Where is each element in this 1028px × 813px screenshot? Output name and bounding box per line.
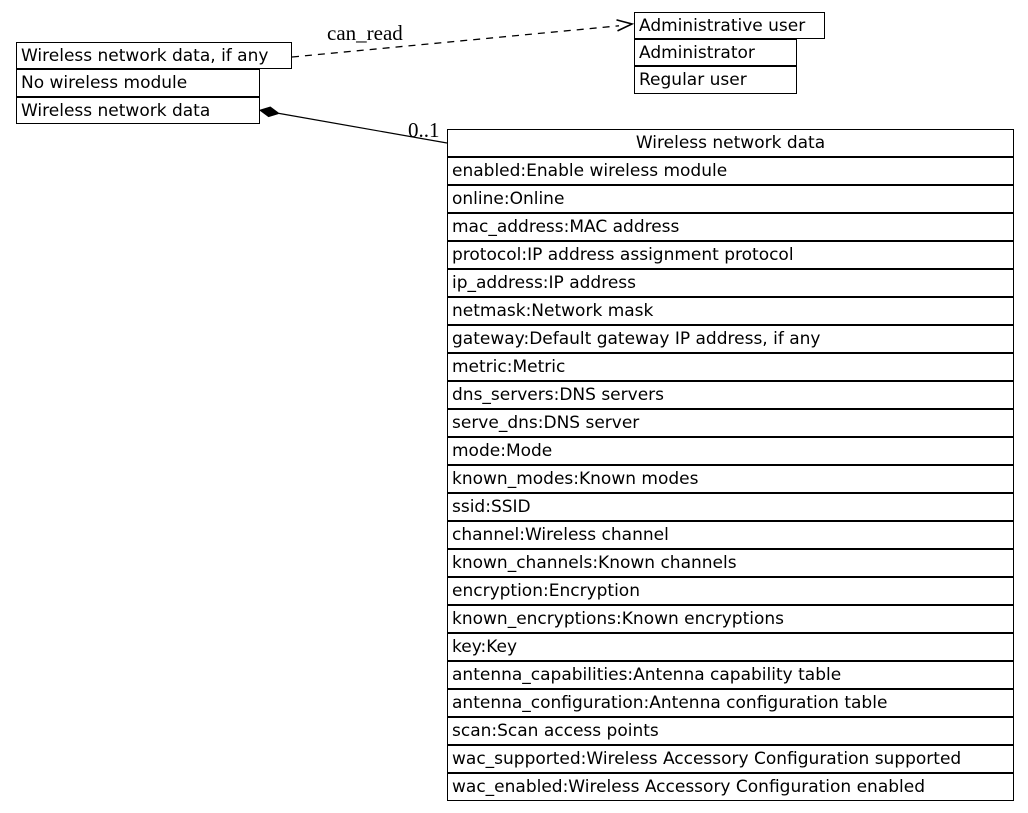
- class-attribute-row: ip_address:IP address: [447, 269, 1014, 297]
- right-node-row-administrative-user: Administrative user: [634, 12, 825, 39]
- class-table-wireless-network-data: Wireless network data enabled:Enable wir…: [447, 129, 1014, 801]
- class-attribute-row: mode:Mode: [447, 437, 1014, 465]
- class-attribute-row: channel:Wireless channel: [447, 521, 1014, 549]
- class-attribute-row: wac_enabled:Wireless Accessory Configura…: [447, 773, 1014, 801]
- class-attribute-row: mac_address:MAC address: [447, 213, 1014, 241]
- class-attribute-row: online:Online: [447, 185, 1014, 213]
- class-attribute-row: encryption:Encryption: [447, 577, 1014, 605]
- class-attribute-row: antenna_capabilities:Antenna capability …: [447, 661, 1014, 689]
- edge-label-can-read: can_read: [327, 21, 403, 45]
- class-attribute-row: scan:Scan access points: [447, 717, 1014, 745]
- class-attribute-row: metric:Metric: [447, 353, 1014, 381]
- class-attribute-row: antenna_configuration:Antenna configurat…: [447, 689, 1014, 717]
- left-node-row-wireless-network-data: Wireless network data: [16, 97, 260, 124]
- class-attribute-row: known_encryptions:Known encryptions: [447, 605, 1014, 633]
- composition-diamond-icon: [258, 106, 280, 118]
- class-attribute-row: known_modes:Known modes: [447, 465, 1014, 493]
- left-node-row-no-wireless-module: No wireless module: [16, 69, 260, 97]
- class-attribute-row: enabled:Enable wireless module: [447, 157, 1014, 185]
- class-attribute-row: wac_supported:Wireless Accessory Configu…: [447, 745, 1014, 773]
- class-attribute-row: protocol:IP address assignment protocol: [447, 241, 1014, 269]
- edge-label-multiplicity: 0..1: [408, 118, 440, 142]
- class-table-title: Wireless network data: [447, 129, 1014, 157]
- class-attribute-row: gateway:Default gateway IP address, if a…: [447, 325, 1014, 353]
- class-attribute-row: ssid:SSID: [447, 493, 1014, 521]
- arrowhead-icon: [616, 19, 635, 32]
- right-node-row-administrator: Administrator: [634, 39, 797, 66]
- class-attribute-row: key:Key: [447, 633, 1014, 661]
- left-node-row-wireless-network-data-if-any: Wireless network data, if any: [16, 42, 292, 69]
- right-node-row-regular-user: Regular user: [634, 66, 797, 94]
- class-attribute-row: netmask:Network mask: [447, 297, 1014, 325]
- class-attribute-row: known_channels:Known channels: [447, 549, 1014, 577]
- class-attribute-row: dns_servers:DNS servers: [447, 381, 1014, 409]
- class-attribute-row: serve_dns:DNS server: [447, 409, 1014, 437]
